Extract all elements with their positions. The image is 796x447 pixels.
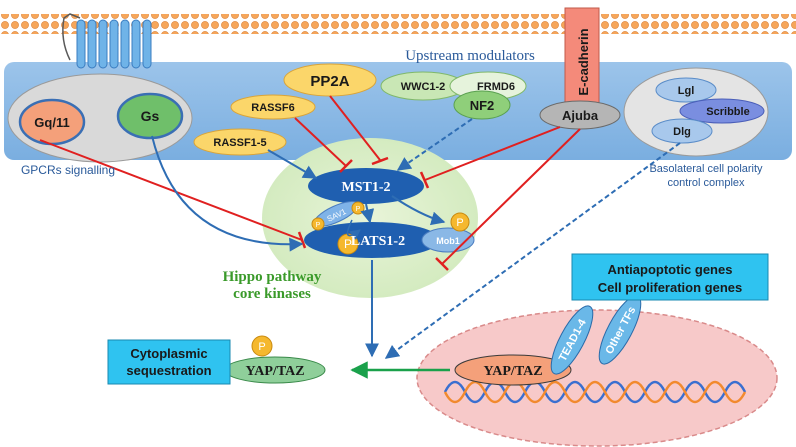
- mst12-label: MST1-2: [342, 180, 391, 195]
- phospho-sav1-b-label: P: [356, 206, 361, 213]
- yaptaz-nuclear-node: [454, 354, 572, 386]
- lats12-label: LATS1-2: [351, 234, 405, 249]
- scribble-node: [679, 98, 765, 124]
- gs-node: [116, 92, 184, 140]
- genes-line1: Antiapoptotic genes: [608, 262, 733, 277]
- polarity-caption-line2: control complex: [667, 177, 745, 189]
- phospho-sav1-a: [311, 217, 325, 231]
- phospho-sav1-a-label: P: [316, 222, 321, 229]
- lats12-node: [304, 222, 440, 258]
- dlg-node: [651, 118, 713, 144]
- core-caption-line1: Hippo pathway: [223, 269, 322, 285]
- rassf6-inhibits-mst: [294, 117, 347, 167]
- yaptaz-cyto-label: YAP/TAZ: [245, 364, 304, 379]
- scribble-label: Scribble: [706, 106, 749, 118]
- phospho-mob1: [450, 212, 470, 232]
- target-genes-box: [571, 253, 769, 301]
- cytoplasmic-sequestration-box: [107, 339, 231, 385]
- rassf15-node: [193, 128, 287, 156]
- ecadherin-node: [564, 7, 600, 119]
- gq11-label: Gq/11: [34, 115, 69, 130]
- mob1-label: Mob1: [436, 236, 460, 246]
- genes-line2: Cell proliferation genes: [598, 280, 742, 295]
- wwc12-label: WWC1-2: [401, 81, 446, 93]
- ajuba-inhibits-lats: [441, 128, 581, 265]
- plasma-membrane: [0, 14, 796, 34]
- phospho-yap-cyto: [251, 335, 273, 357]
- yaptaz-nuclear-label: YAP/TAZ: [483, 364, 542, 379]
- seq-line2: sequestration: [126, 363, 211, 378]
- gpcr-caption: GPCRs signalling: [21, 163, 115, 177]
- gpcr-receptor-icon: [62, 13, 152, 69]
- rassf6-label: RASSF6: [251, 102, 294, 114]
- mst-activates-lats: [360, 203, 375, 224]
- nf2-activates-mst: [396, 118, 473, 171]
- frmd6-label: FRMD6: [477, 81, 515, 93]
- seq-line1: Cytoplasmic: [130, 346, 207, 361]
- nucleus: [416, 309, 778, 447]
- signalling-arrows: [39, 95, 681, 379]
- nf2-node: [453, 90, 511, 120]
- pp2a-inhibits-mst: [329, 95, 381, 161]
- ecadherin-label: E-cadherin: [576, 28, 591, 95]
- upstream-title: Upstream modulators: [405, 48, 535, 64]
- rassf6-node: [230, 94, 316, 120]
- dlg-label: Dlg: [673, 126, 691, 138]
- lgl-label: Lgl: [678, 85, 695, 97]
- lgl-node: [655, 77, 717, 103]
- core-caption-line2: core kinases: [233, 286, 311, 302]
- ajuba-inhibits-mst: [424, 126, 561, 181]
- nf2-label: NF2: [470, 98, 495, 113]
- ajuba-label: Ajuba: [562, 108, 599, 123]
- tead-node: [550, 305, 594, 375]
- phospho-yap-cyto-label: P: [258, 341, 265, 353]
- rassf15-activates-mst: [267, 149, 318, 179]
- sav1-loop: [346, 219, 361, 240]
- mst12-node: [308, 168, 424, 204]
- gq11-inhibits-lats: [39, 139, 303, 241]
- gs-activates-lats: [151, 135, 304, 252]
- phospho-mob1-label: P: [456, 217, 463, 229]
- pp2a-label: PP2A: [310, 73, 349, 90]
- gs-label: Gs: [141, 108, 160, 124]
- phospho-lats-label: P: [344, 237, 352, 251]
- rassf15-label: RASSF1-5: [213, 137, 266, 149]
- mst-activates-mob1: [391, 195, 446, 226]
- polarity-to-yap: [384, 142, 681, 359]
- polarity-caption-line1: Basolateral cell polarity: [649, 163, 763, 175]
